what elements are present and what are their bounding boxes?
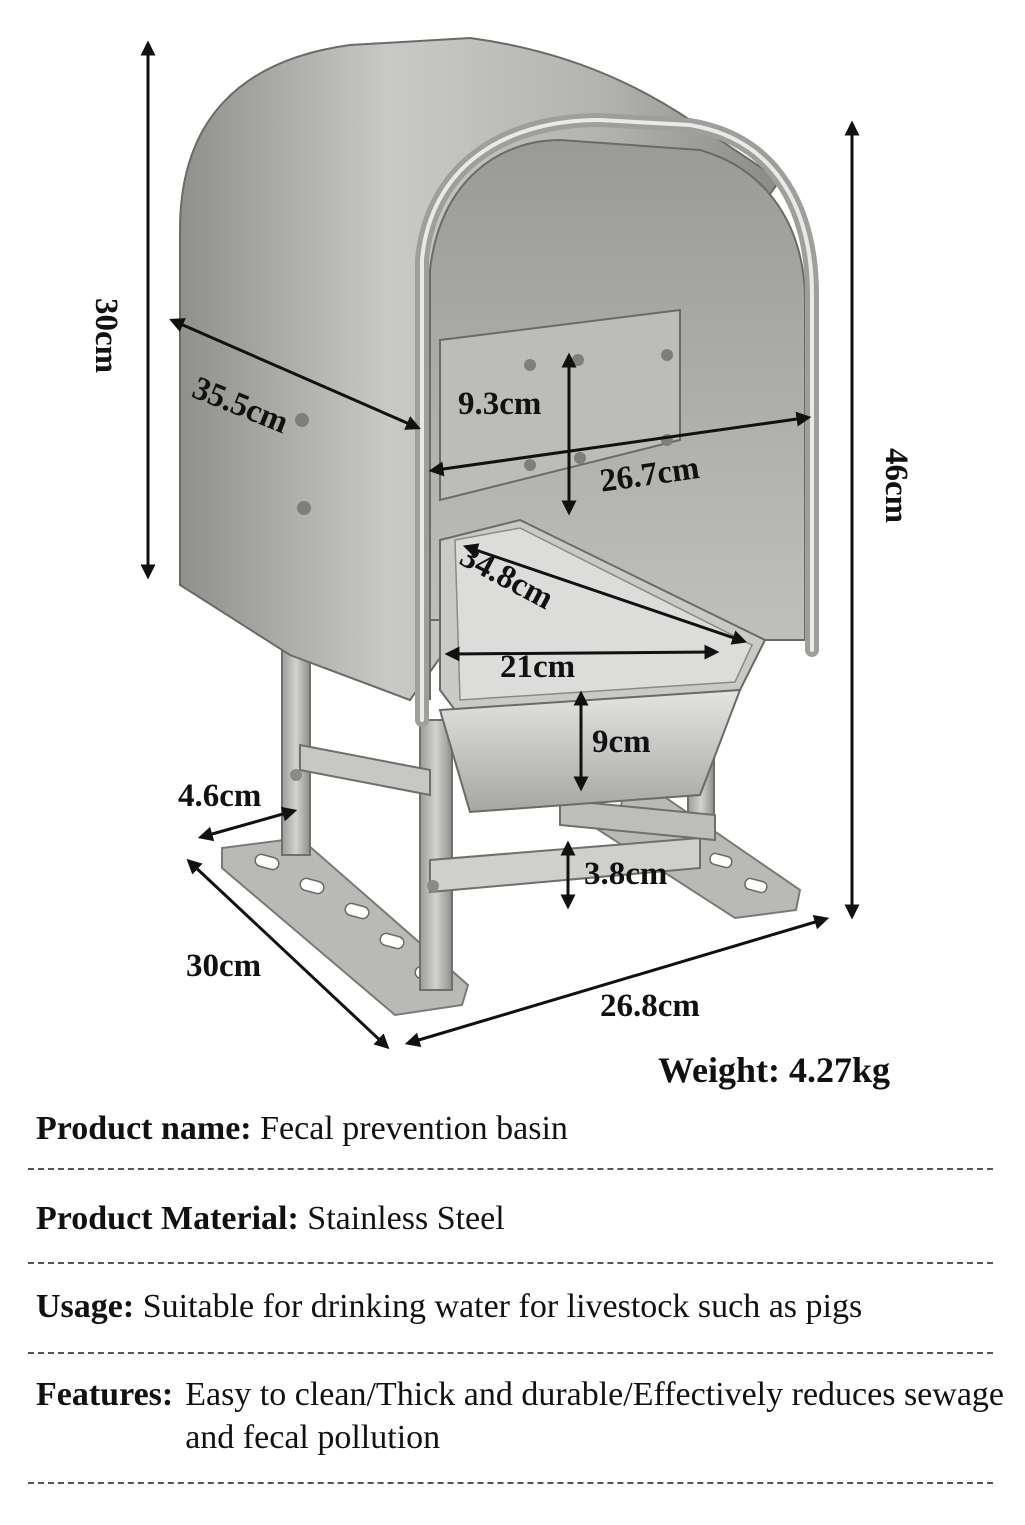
separator [28, 1352, 993, 1354]
spec-usage: Usage: Suitable for drinking water for l… [36, 1286, 1005, 1329]
dim-bracket-width-label: 4.6cm [178, 778, 262, 814]
spec-usage-label: Usage: [36, 1288, 135, 1325]
dim-bar-height-label: 3.8cm [584, 856, 668, 892]
dim-height-right-label: 46cm [878, 448, 914, 524]
spec-features-value: Easy to clean/Thick and durable/Effectiv… [185, 1376, 1005, 1456]
spec-features-label: Features: [36, 1376, 174, 1413]
weight-label: Weight: 4.27kg [658, 1050, 891, 1090]
separator [28, 1262, 993, 1264]
dim-basin-width-label: 21cm [500, 649, 576, 685]
dim-height-left-label: 30cm [88, 298, 124, 374]
spec-product-name-label: Product name: [36, 1110, 252, 1147]
spec-material: Product Material: Stainless Steel [36, 1198, 1005, 1241]
product-figure: 30cm 35.5cm 9.3cm 26.7cm 46cm 34.8cm 21c… [88, 36, 914, 1090]
spec-features: Features: Easy to clean/Thick and durabl… [36, 1374, 1005, 1459]
separator [28, 1168, 993, 1170]
dim-basin-depth-label: 9cm [592, 724, 651, 760]
separator [28, 1482, 993, 1484]
dim-foot-length-label: 30cm [186, 948, 262, 984]
spec-material-value: Stainless Steel [307, 1200, 505, 1237]
product-illustration [140, 36, 860, 1050]
dim-base-width-label: 26.8cm [600, 988, 700, 1024]
dim-baffle-height-label: 9.3cm [458, 386, 542, 422]
spec-product-name-value: Fecal prevention basin [260, 1110, 568, 1147]
spec-usage-value: Suitable for drinking water for livestoc… [142, 1288, 863, 1325]
dimension-arrows [140, 40, 860, 1050]
spec-product-name: Product name: Fecal prevention basin [36, 1108, 1005, 1151]
spec-material-label: Product Material: [36, 1200, 299, 1237]
